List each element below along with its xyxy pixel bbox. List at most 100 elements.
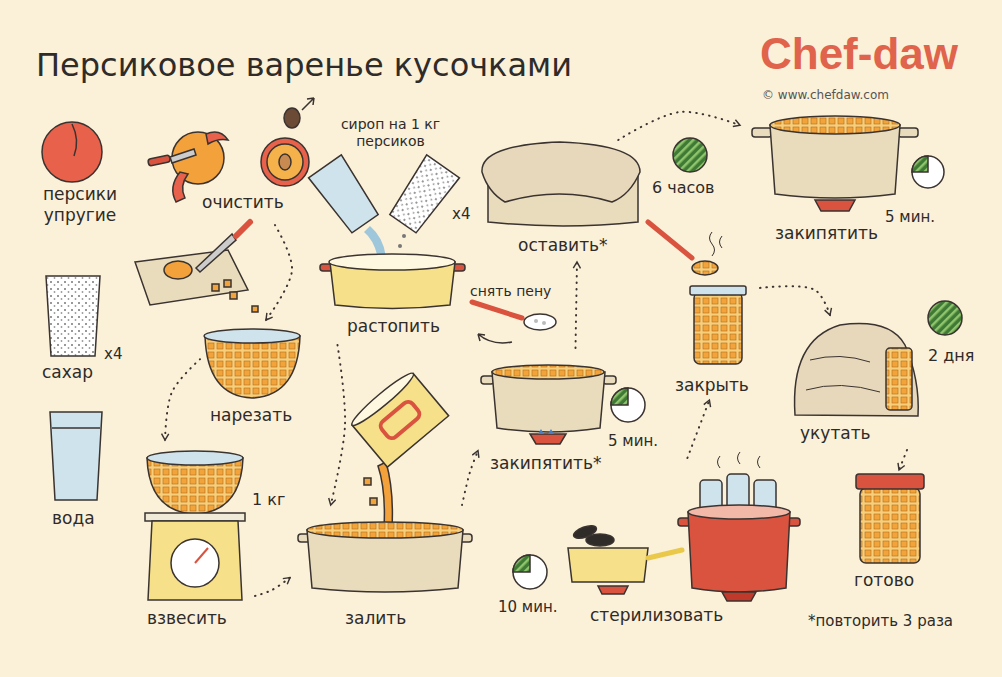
- timer: [912, 156, 928, 172]
- pouring-pot: [364, 478, 371, 485]
- flow-arrow: [255, 578, 290, 596]
- timer: [912, 156, 944, 188]
- pouring-pot: [378, 399, 421, 440]
- lid-pan: [572, 523, 598, 541]
- step-node: оставить*: [478, 140, 643, 262]
- sterilizing-pot: [678, 452, 800, 601]
- skimming-spoon: [524, 314, 556, 330]
- ladle: [692, 261, 718, 275]
- pouring-pot: [348, 369, 448, 467]
- peeling-peach: [206, 132, 228, 144]
- pot-boil: [481, 365, 616, 444]
- ladle: [648, 222, 722, 275]
- cutting-board: [252, 306, 258, 312]
- ingredient-node: вода: [30, 405, 120, 535]
- sugar-glass: [46, 276, 100, 356]
- ladle: [648, 222, 692, 258]
- peach-half: [279, 154, 291, 170]
- step-node: растопить: [315, 240, 465, 345]
- finished-jar: [856, 474, 924, 563]
- step-label: стерилизовать: [590, 605, 723, 626]
- step-label: закрыть: [675, 375, 749, 396]
- step-node: укутать: [788, 315, 928, 450]
- pot-boil: [752, 116, 918, 211]
- timer: [912, 156, 944, 188]
- cutting-board: [212, 284, 219, 291]
- footnote: *повторить 3 раза: [808, 612, 953, 630]
- bowl: [204, 329, 300, 398]
- ingredient-node: сахар: [30, 265, 120, 390]
- scale: [147, 458, 243, 514]
- syrup-glasses: [309, 155, 382, 235]
- pot-boil: [898, 128, 918, 137]
- pot-boil: [492, 372, 605, 432]
- step-label: закипятить*: [490, 453, 602, 474]
- syrup-glasses: [387, 155, 460, 235]
- flow-arrow: [576, 262, 578, 348]
- syrup-glasses: [387, 155, 460, 235]
- step-label: оставить*: [518, 235, 608, 256]
- brand-logo: Chef-daw: [760, 28, 958, 80]
- timer: [513, 555, 547, 589]
- scale: [147, 451, 243, 465]
- pot-pour: [298, 522, 472, 592]
- cutting-board: [196, 234, 236, 272]
- scale: [171, 539, 219, 587]
- step-label: взвесить: [147, 608, 227, 629]
- pot-boil: [752, 128, 772, 137]
- step-node: закипятить: [740, 105, 925, 250]
- skimming-spoon: [472, 302, 522, 318]
- lid-pan: [568, 523, 682, 594]
- step-label: сахар: [42, 362, 93, 383]
- cutting-board: [164, 261, 192, 279]
- note: снять пену: [470, 283, 551, 300]
- quantity: x4: [452, 205, 470, 223]
- peeling-peach: [148, 155, 171, 166]
- scale: [145, 451, 245, 600]
- step-node: взвесить: [135, 440, 255, 635]
- pot-yellow: [320, 254, 465, 309]
- timer: [513, 555, 547, 589]
- scale: [148, 521, 242, 600]
- timer: [611, 388, 645, 422]
- sterilizing-pot: [688, 512, 790, 592]
- sterilizing-pot: [718, 452, 761, 468]
- quantity: x4: [104, 345, 122, 363]
- time: 6 часов: [652, 178, 715, 197]
- peeling-peach: [173, 172, 188, 202]
- peach-half: [261, 98, 314, 186]
- lid-pan: [648, 550, 682, 558]
- finished-jar: [856, 474, 924, 489]
- pot-boil: [815, 200, 855, 211]
- scale: [145, 513, 245, 521]
- lid-pan: [598, 586, 628, 594]
- step-label: очистить: [202, 192, 284, 213]
- sterilizing-pot: [722, 592, 756, 601]
- flow-arrow: [760, 286, 830, 315]
- step-node: очистить: [140, 100, 320, 225]
- peach-half: [302, 98, 314, 110]
- ladle: [710, 232, 723, 256]
- pot-boil: [770, 125, 900, 198]
- note: сироп на 1 кг персиков: [333, 116, 448, 150]
- cutting-board: [230, 292, 237, 299]
- peach: [42, 122, 102, 182]
- timer: [611, 388, 628, 405]
- peach: [42, 122, 102, 182]
- scale: [195, 548, 208, 563]
- syrup-glasses: [398, 244, 402, 248]
- timer: [673, 138, 707, 172]
- pot-boil: [770, 116, 900, 134]
- pot-pour: [307, 522, 463, 538]
- time: 2 дня: [928, 346, 974, 365]
- wrapped-jars: [886, 348, 912, 410]
- peach-half: [267, 144, 303, 180]
- peach-half: [261, 138, 309, 186]
- bowl: [204, 329, 300, 343]
- timer: [513, 555, 530, 572]
- pouring-pot: [348, 369, 448, 528]
- step-node: залить: [290, 505, 475, 637]
- quantity: 1 кг: [252, 490, 285, 509]
- pot-boil: [492, 365, 604, 379]
- peeling-peach: [170, 149, 196, 163]
